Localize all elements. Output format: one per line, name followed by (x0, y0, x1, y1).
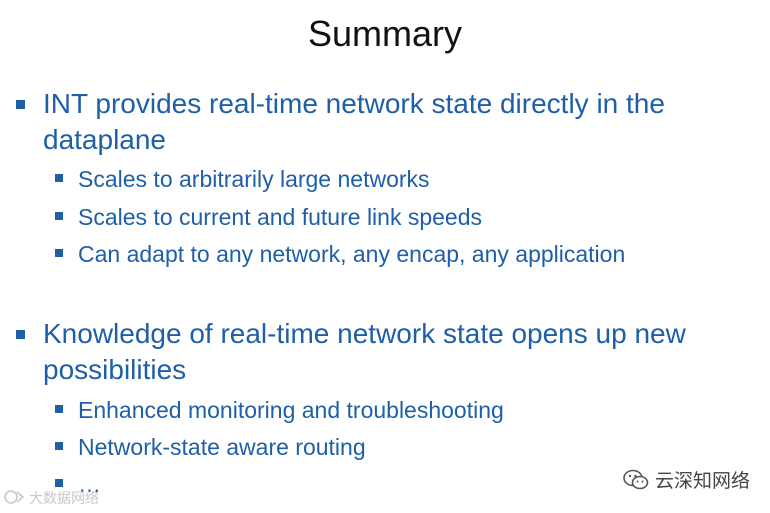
bullet-square-icon (55, 249, 63, 257)
sub-bullet: Enhanced monitoring and troubleshooting (55, 396, 745, 424)
bullet-2: Knowledge of real-time network state ope… (16, 316, 754, 388)
bullet-2-text: Knowledge of real-time network state ope… (43, 318, 686, 385)
watermark-left-text: 大数据网络 (29, 490, 99, 506)
slide-title: Summary (307, 13, 463, 54)
sub-bullet-text: … (78, 471, 101, 497)
sub-bullet-text: Scales to arbitrarily large networks (78, 166, 430, 192)
sub-bullet-text: Scales to current and future link speeds (78, 204, 483, 230)
watermark-left: 大数据网络 (4, 488, 99, 508)
sub-bullet: … (55, 470, 745, 498)
bullet-square-icon (55, 405, 63, 413)
sub-bullet-text: Network-state aware routing (78, 434, 366, 460)
bullet-square-icon (55, 174, 63, 182)
sub-bullet: Can adapt to any network, any encap, any… (55, 240, 745, 268)
sub-bullet-text: Can adapt to any network, any encap, any… (78, 241, 626, 267)
sub-bullet: Scales to current and future link speeds (55, 203, 745, 231)
watermark-right: 云深知网络 (623, 466, 750, 493)
wechat-icon (623, 469, 649, 491)
bullet-1: INT provides real-time network state dir… (16, 86, 754, 158)
watermark-right-text: 云深知网络 (654, 471, 750, 492)
watermark-logo-icon (4, 489, 26, 508)
sub-bullet: Network-state aware routing (55, 433, 745, 461)
bullet-1-text: INT provides real-time network state dir… (43, 88, 665, 155)
sub-bullet-text: Enhanced monitoring and troubleshooting (78, 397, 504, 423)
bullet-square-icon (16, 100, 25, 109)
bullet-square-icon (55, 479, 63, 487)
bullet-square-icon (55, 212, 63, 220)
sub-bullet: Scales to arbitrarily large networks (55, 165, 745, 193)
bullet-square-icon (16, 330, 25, 339)
bullet-square-icon (55, 442, 63, 450)
